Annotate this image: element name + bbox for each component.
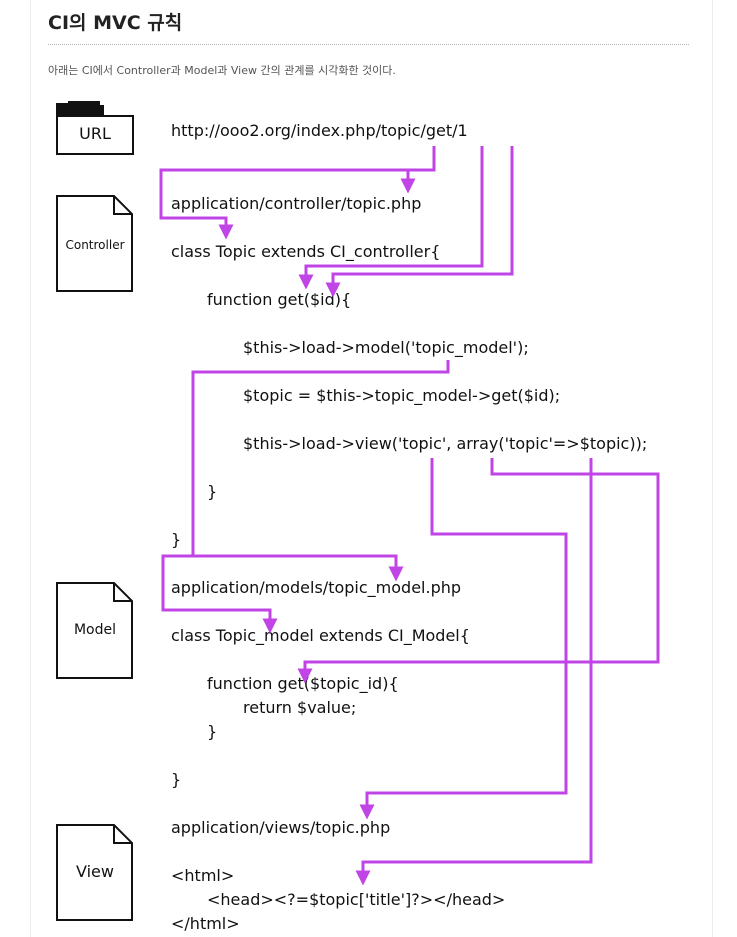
- model-return-line: return $value;: [243, 698, 357, 717]
- controller-path-line: application/controller/topic.php: [171, 194, 422, 213]
- view-icon-label: View: [76, 862, 114, 881]
- title-divider: [48, 44, 689, 45]
- url-icon-label: URL: [79, 124, 111, 143]
- model-function-line: function get($topic_id){: [207, 674, 399, 693]
- page-frame: [30, 0, 713, 937]
- load-view-line: $this->load->view('topic', array('topic'…: [243, 434, 648, 453]
- load-model-line: $this->load->model('topic_model');: [243, 338, 529, 357]
- view-path-line: application/views/topic.php: [171, 818, 391, 837]
- html-close-tag: </html>: [171, 914, 240, 933]
- model-document-icon: [56, 582, 133, 679]
- topic-assign-line: $topic = $this->topic_model->get($id);: [243, 386, 561, 405]
- folder-icon: [56, 101, 134, 155]
- controller-document-icon: [56, 195, 133, 292]
- controller-function-line: function get($id){: [207, 290, 352, 309]
- html-head-line: <head><?=$topic['title']?></head>: [207, 890, 506, 909]
- function-close-brace: }: [207, 482, 218, 501]
- controller-icon-label: Controller: [65, 238, 125, 252]
- url-line: http://ooo2.org/index.php/topic/get/1: [171, 121, 468, 140]
- description-text: 아래는 CI에서 Controller과 Model과 View 간의 관계를 …: [48, 64, 396, 77]
- model-path-line: application/models/topic_model.php: [171, 578, 462, 597]
- page-title: CI의 MVC 규칙: [48, 12, 183, 34]
- model-function-close-brace: }: [207, 722, 218, 741]
- controller-class-line: class Topic extends CI_controller{: [171, 242, 441, 261]
- model-class-close-brace: }: [171, 770, 182, 789]
- html-open-tag: <html>: [171, 866, 235, 885]
- model-icon-label: Model: [73, 622, 117, 638]
- class-close-brace: }: [171, 530, 182, 549]
- model-class-line: class Topic_model extends CI_Model{: [171, 626, 470, 645]
- view-document-icon: [56, 824, 133, 921]
